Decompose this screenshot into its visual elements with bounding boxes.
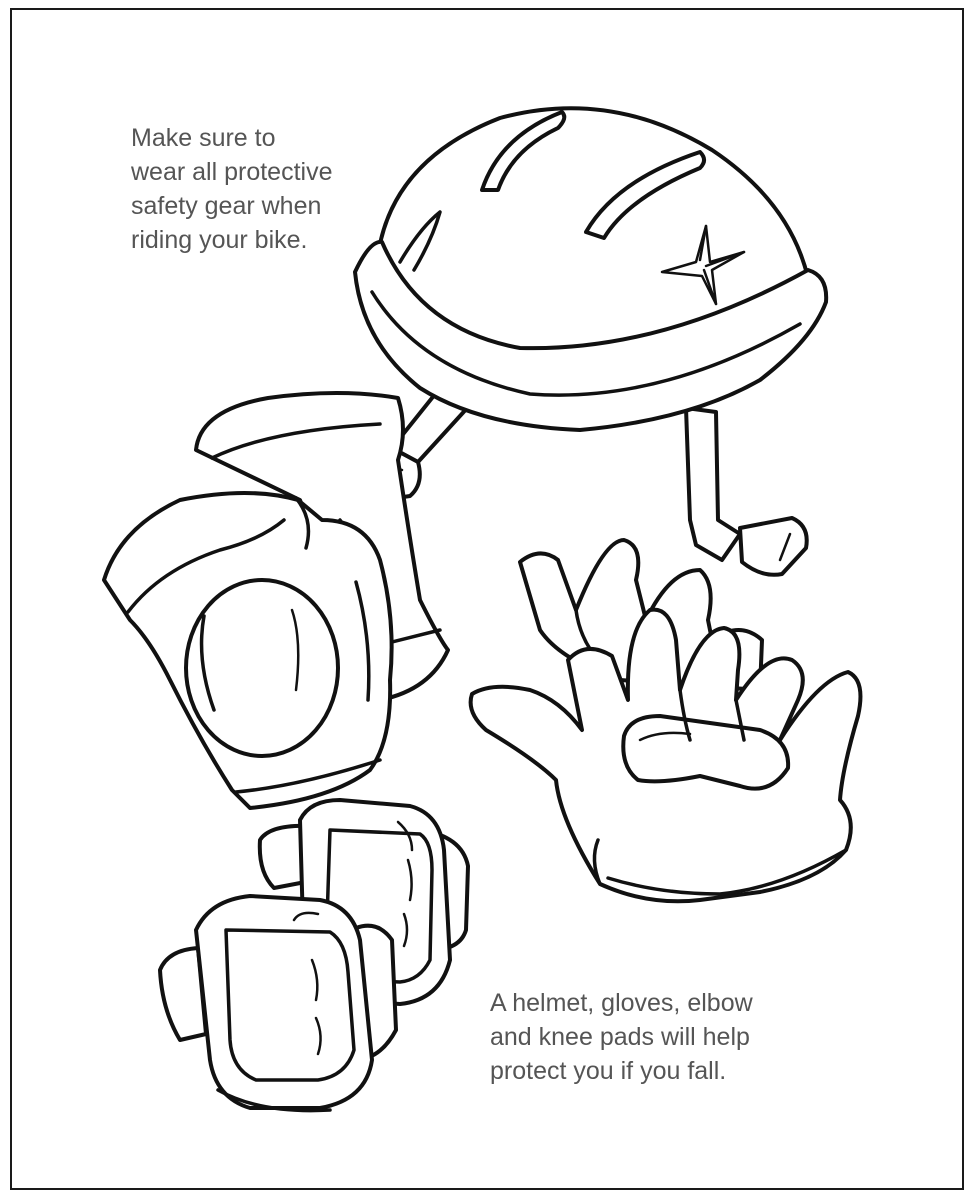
caption-top: Make sure to wear all protective safety … [131,121,332,257]
caption-top-line: Make sure to [131,124,276,152]
bike-helmet-icon [353,106,829,577]
caption-bottom-line: protect you if you fall. [490,1057,727,1085]
caption-top-line: riding your bike. [131,226,308,254]
caption-bottom: A helmet, gloves, elbow and knee pads wi… [490,986,753,1088]
caption-bottom-line: A helmet, gloves, elbow [490,989,753,1017]
knee-pads-icon [158,798,470,1113]
elbow-pads-icon [102,391,450,810]
gloves-icon [468,538,863,904]
caption-bottom-line: and knee pads will help [490,1023,750,1051]
caption-top-line: wear all protective [131,158,333,186]
caption-top-line: safety gear when [131,192,322,220]
